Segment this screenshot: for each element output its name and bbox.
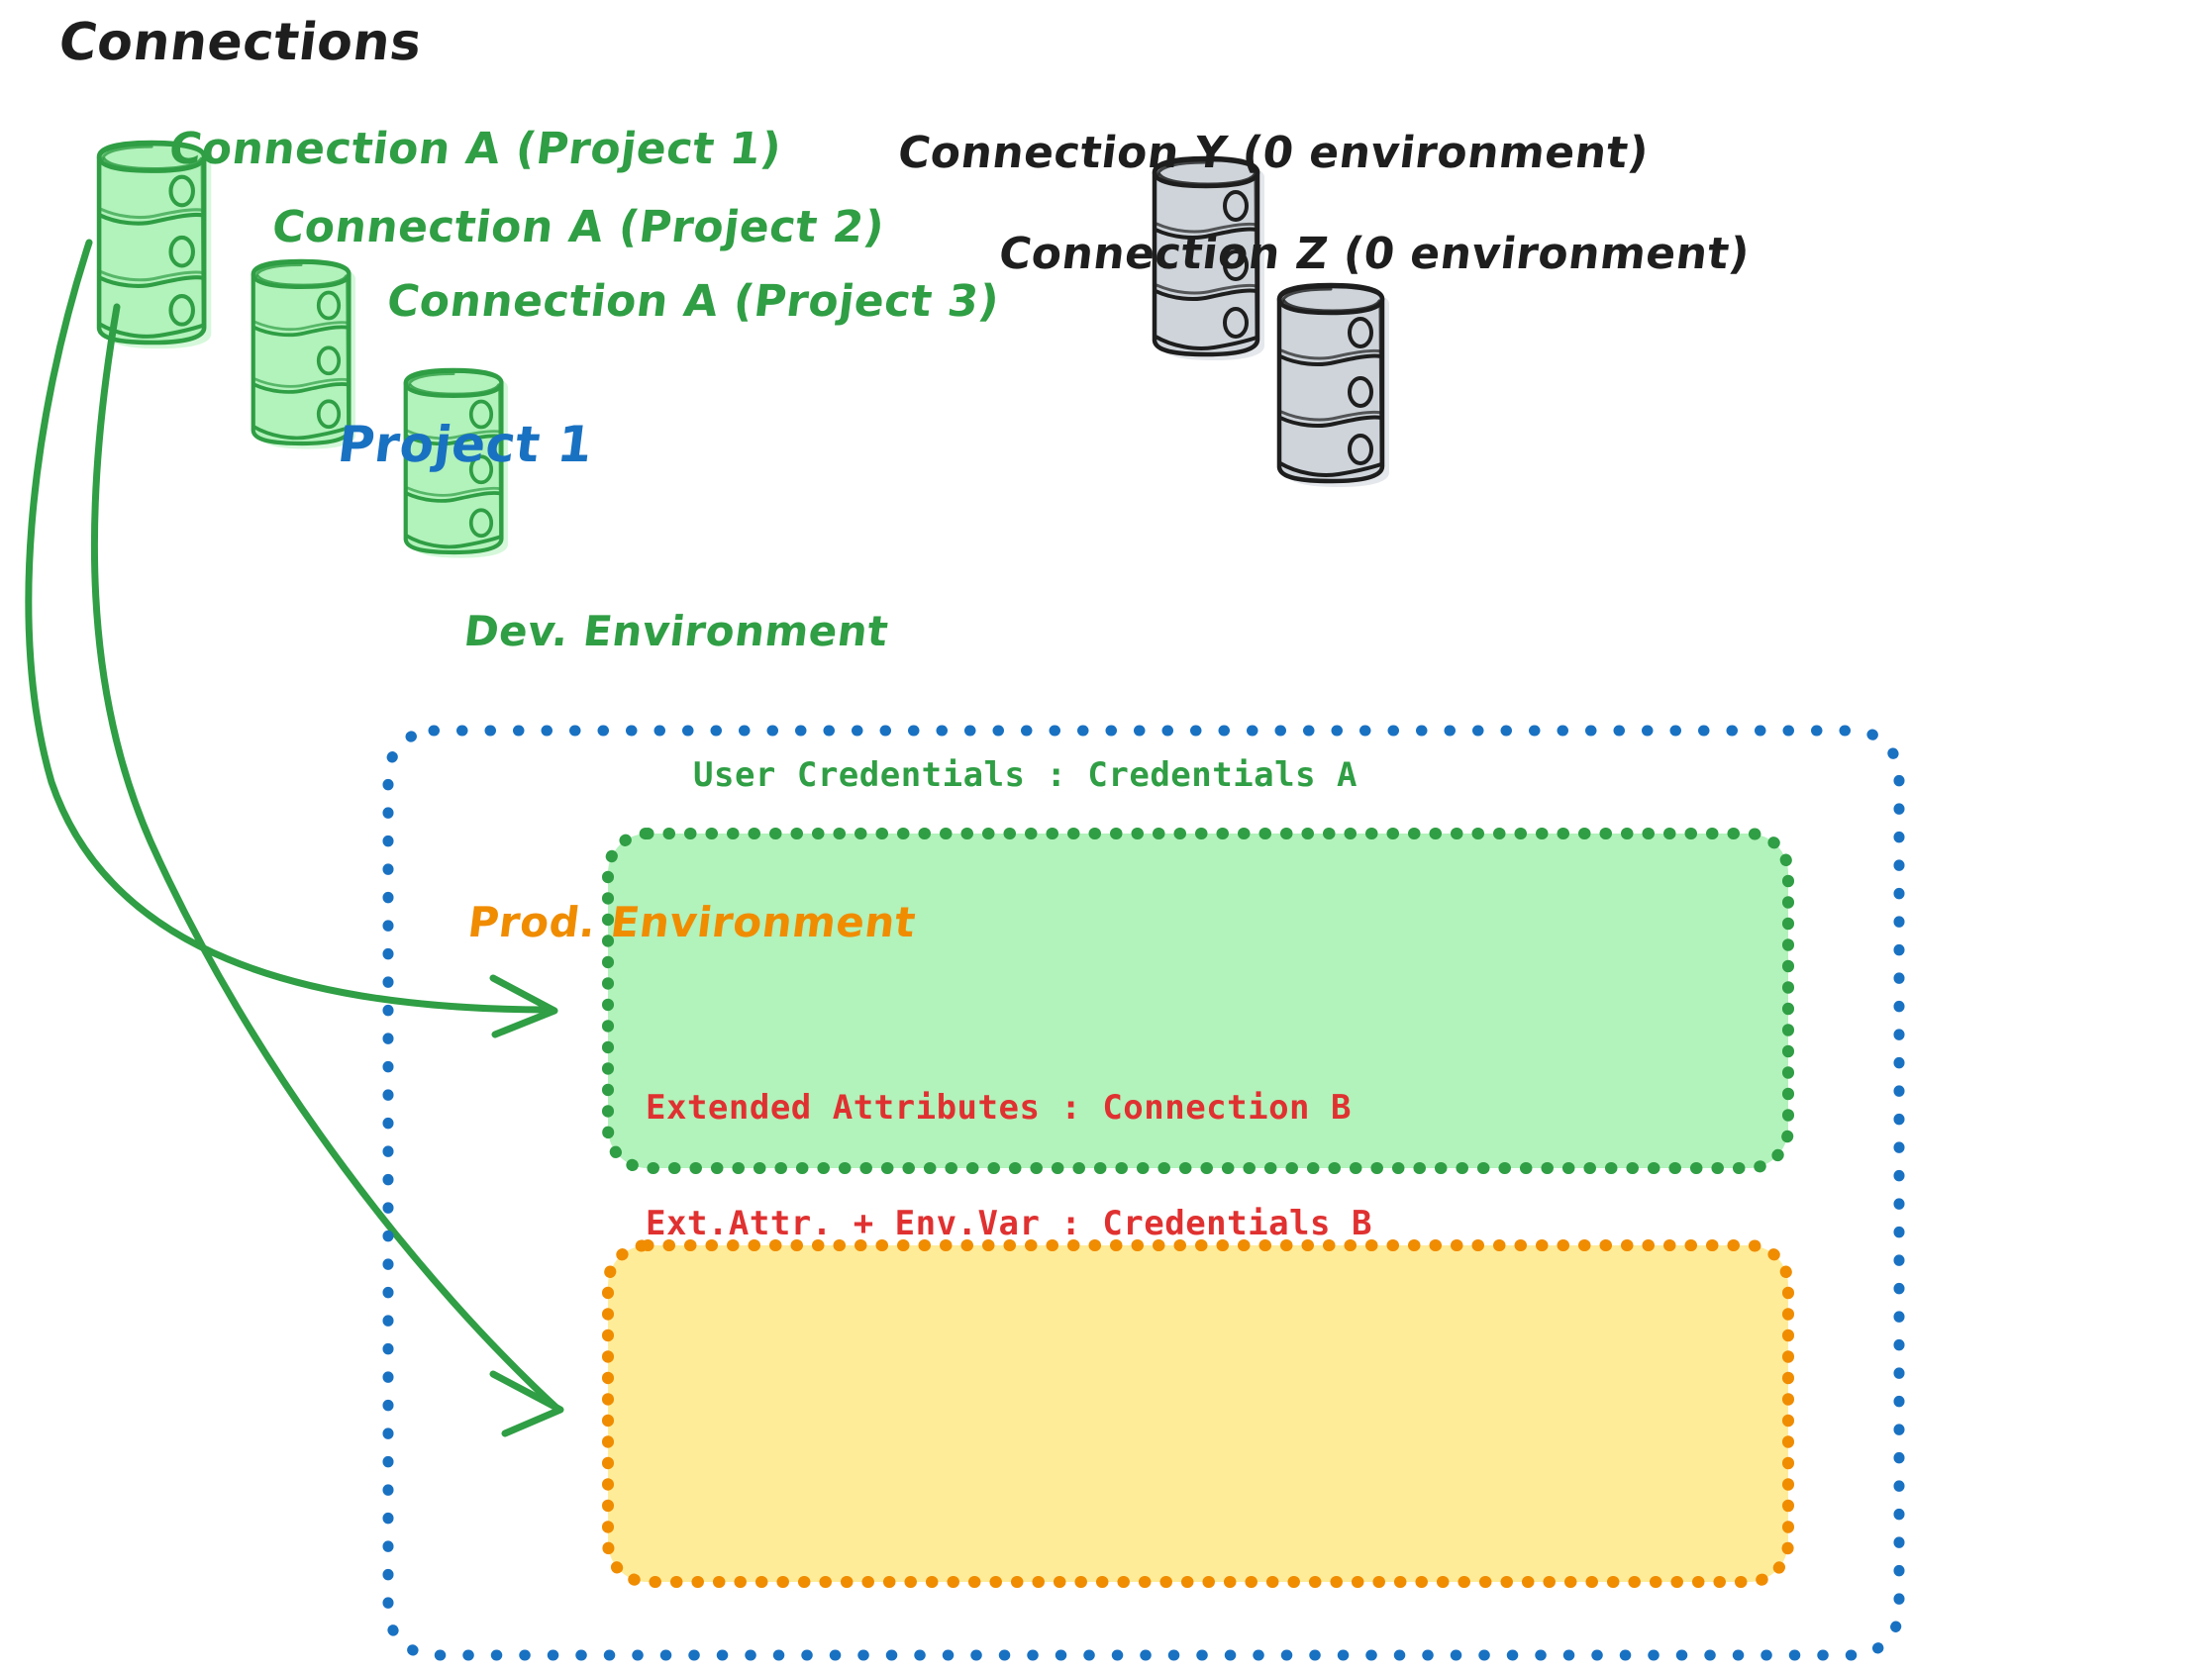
connection-label-a-project-3: Connection A (Project 3) xyxy=(384,276,1003,327)
connection-label-z: Connection Z (0 environment) xyxy=(996,229,1754,279)
prod-environment-title: Prod. Environment xyxy=(465,898,919,946)
page-title: Connections xyxy=(55,13,426,72)
connection-label-a-project-2: Connection A (Project 2) xyxy=(269,202,888,252)
prod-environment-attribute-lines: Extended Attributes : Connection B Ext.A… xyxy=(646,1012,1372,1322)
arrow-conn-a-to-dev xyxy=(25,239,558,1038)
prod-environment-box[interactable] xyxy=(602,1239,1794,1588)
database-cylinder-icon-conn-z[interactable] xyxy=(1279,285,1389,487)
project-1-container xyxy=(382,725,1905,1661)
prod-environment-line-2: Ext.Attr. + Env.Var : Credentials B xyxy=(646,1204,1372,1244)
dev-environment-title: Dev. Environment xyxy=(461,607,892,655)
connection-label-a-project-1: Connection A (Project 1) xyxy=(166,124,785,174)
dev-environment-credentials-line: User Credentials : Credentials A xyxy=(693,755,1358,795)
project-1-label: Project 1 xyxy=(335,416,597,473)
arrow-conn-a-to-prod xyxy=(90,303,564,1437)
dev-environment-box[interactable] xyxy=(602,828,1794,1174)
prod-environment-line-1: Extended Attributes : Connection B xyxy=(646,1088,1352,1129)
connection-label-y: Connection Y (0 environment) xyxy=(895,128,1652,178)
